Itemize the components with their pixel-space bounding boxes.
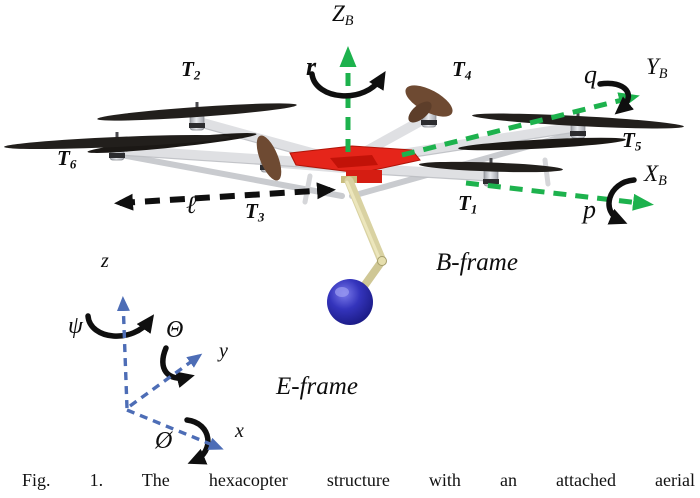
center-plate <box>289 145 421 183</box>
t1-base: T <box>458 191 471 215</box>
e-x-axis-label: x <box>235 420 244 442</box>
t4-sub: 4 <box>464 67 472 83</box>
t2-base: T <box>181 57 194 81</box>
e-frame-label: E-frame <box>276 373 358 400</box>
earth-frame-axes <box>116 296 224 450</box>
roll-rate-label: p <box>583 195 596 224</box>
t6-base: T <box>57 146 70 170</box>
e-x-axis-arrow <box>126 408 224 450</box>
pendulum-joint <box>377 256 387 266</box>
arm-edge <box>119 154 347 171</box>
hexacopter-illustration <box>4 85 684 325</box>
t5-sub: 5 <box>634 138 642 154</box>
propeller-t1 <box>419 161 563 173</box>
propeller-t5 <box>472 113 684 129</box>
pitch-angle-label: Θ <box>166 317 184 343</box>
rotor-label-t5: T5 <box>622 130 641 153</box>
yaw-rate-label: r <box>306 52 317 81</box>
t1-sub: 1 <box>470 201 478 217</box>
zb-sub: B <box>344 12 354 29</box>
roll-angle-label: Ø <box>155 428 173 454</box>
rotor-label-t1: T1 <box>458 193 477 216</box>
t4-base: T <box>452 57 465 81</box>
payload-ball-highlight <box>335 287 349 297</box>
rotation-arrows <box>85 71 637 465</box>
yb-axis-label: YB <box>646 55 668 81</box>
arm-length-label: ℓ <box>186 192 197 219</box>
t3-base: T <box>245 199 258 223</box>
t3-sub: 3 <box>257 209 265 225</box>
pendulum-link-highlight <box>345 180 382 262</box>
yb-axis-arrow <box>401 92 640 158</box>
yaw-angle-label: ψ <box>68 313 83 339</box>
pitch-angle-arrow <box>160 345 195 388</box>
pendulum-payload <box>327 176 387 325</box>
propeller-blades <box>4 85 684 181</box>
rotor-label-t3: T3 <box>245 201 264 224</box>
figure-caption: Fig. 1. The hexacopter structure with an… <box>22 470 695 490</box>
e-z-axis-arrow <box>116 296 130 409</box>
payload-ball <box>327 279 373 325</box>
xb-axis-arrow <box>465 180 654 211</box>
landing-strut <box>542 157 551 187</box>
yb-base: Y <box>646 54 659 79</box>
propeller-t4-blade <box>408 101 432 123</box>
pitch-rate-arrow <box>597 80 634 115</box>
xb-sub: B <box>658 172 667 189</box>
pendulum-upper-link <box>344 176 387 266</box>
yaw-rate-arrow <box>309 71 386 99</box>
t6-sub: 6 <box>69 156 77 172</box>
e-y-axis-label: y <box>219 340 228 362</box>
propeller-t6 <box>4 134 230 150</box>
rotor-label-t4: T4 <box>452 59 471 82</box>
roll-rate-arrow <box>606 177 637 225</box>
xb-axis-label: XB <box>644 162 667 188</box>
e-z-axis-label: z <box>101 250 109 272</box>
rotor-label-t6: T6 <box>57 148 76 171</box>
body-frame-axes <box>339 46 654 211</box>
yb-sub: B <box>658 65 668 82</box>
b-frame-label: B-frame <box>436 249 518 276</box>
propeller-t2 <box>97 103 297 121</box>
t5-base: T <box>622 128 635 152</box>
rotor-label-t2: T2 <box>181 59 200 82</box>
zb-base: Z <box>332 1 345 26</box>
t2-sub: 2 <box>193 67 201 83</box>
propeller-blade <box>458 137 626 151</box>
e-y-axis-arrow <box>129 353 203 408</box>
motor-t1 <box>483 158 499 187</box>
propeller-t3 <box>256 135 282 181</box>
center-plate-detail <box>330 155 378 168</box>
zb-axis-label: ZB <box>332 2 354 28</box>
arm-length-arrow <box>114 182 336 211</box>
xb-base: X <box>644 161 659 186</box>
yaw-angle-arrow <box>85 313 155 339</box>
pitch-rate-label: q <box>584 60 597 89</box>
propeller-t4 <box>405 85 453 117</box>
